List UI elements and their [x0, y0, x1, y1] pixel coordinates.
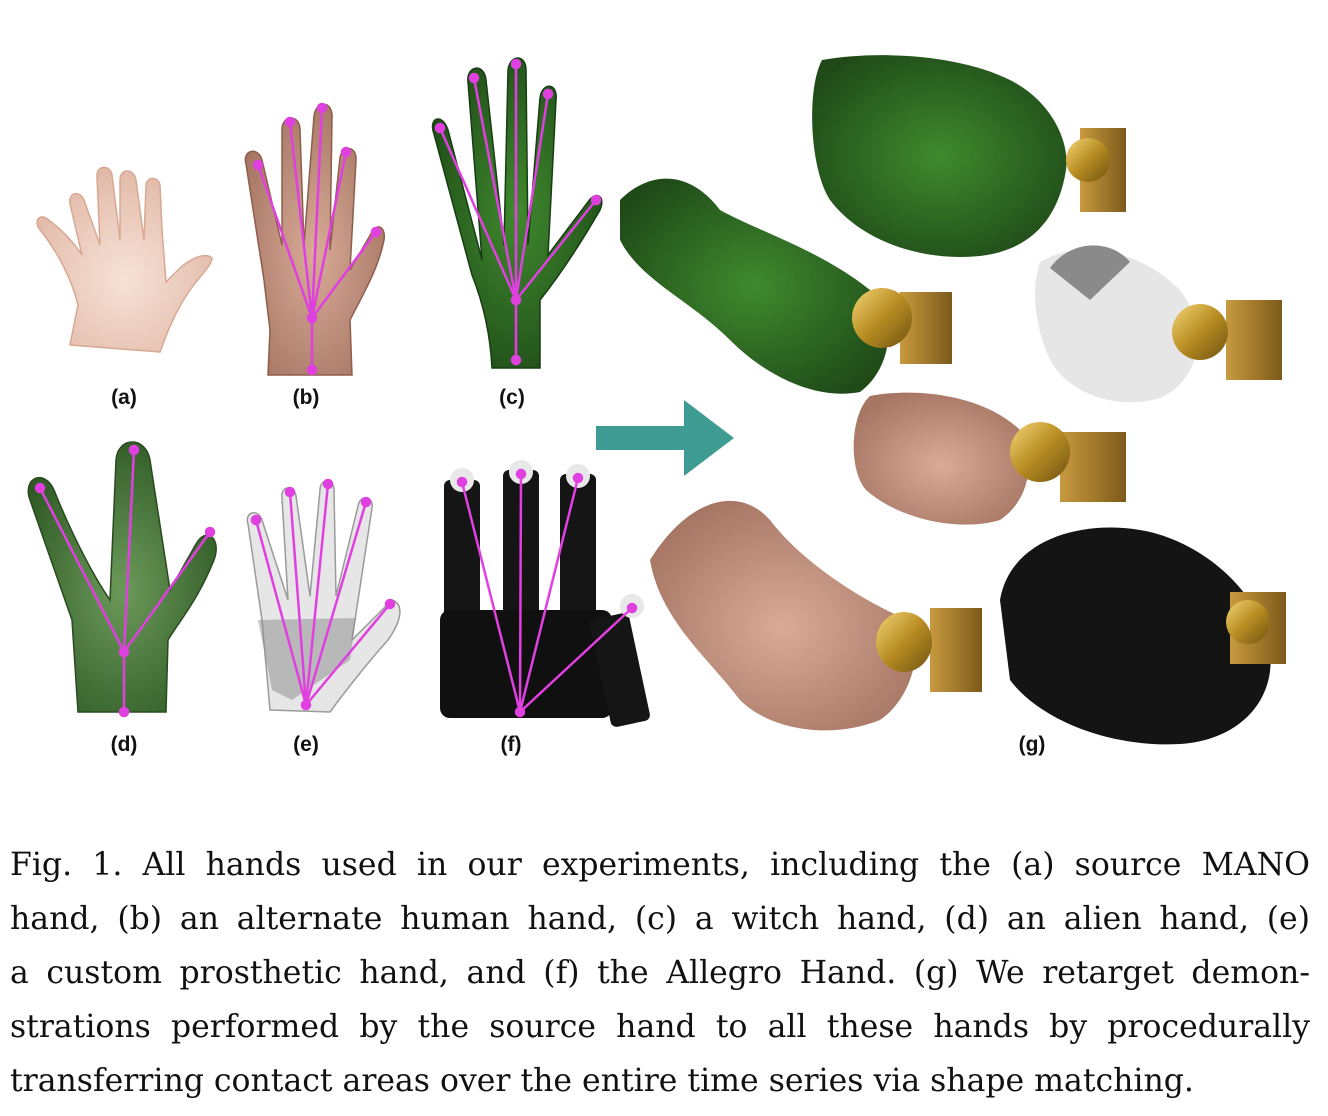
panel-label-c: (c) [499, 386, 525, 409]
witch-hand-image [431, 57, 603, 369]
panel-label-b: (b) [292, 386, 320, 409]
alien-hand-image [27, 441, 217, 718]
retargeted-grasps-image [620, 55, 1286, 745]
retarget-arrow [596, 400, 734, 476]
caption-line: hand, (b) an alternate human hand, (c) a… [10, 901, 1310, 937]
figure-caption: Fig. 1. All hands used in our experiment… [10, 838, 1310, 1108]
panel-label-e: (e) [293, 733, 319, 756]
mano-hand-image [36, 166, 213, 353]
caption-line: transferring contact areas over the enti… [10, 1063, 1194, 1099]
panel-label-a: (a) [111, 386, 137, 409]
caption-line: a custom prosthetic hand, and (f) the Al… [10, 955, 1310, 991]
figure-illustration [27, 55, 1286, 745]
figure-1: (a) (b) (c) (d) (e) (f) (g) [27, 55, 1286, 756]
caption-line: strations performed by the source hand t… [10, 1009, 1310, 1045]
human-hand-image [244, 102, 386, 376]
panel-label-f: (f) [500, 733, 522, 756]
prosthetic-hand-image [246, 478, 401, 713]
panel-label-g: (g) [1018, 733, 1046, 756]
caption-line: Fig. 1. All hands used in our experiment… [10, 847, 1310, 883]
allegro-hand-image [440, 460, 650, 727]
panel-label-d: (d) [110, 733, 138, 756]
